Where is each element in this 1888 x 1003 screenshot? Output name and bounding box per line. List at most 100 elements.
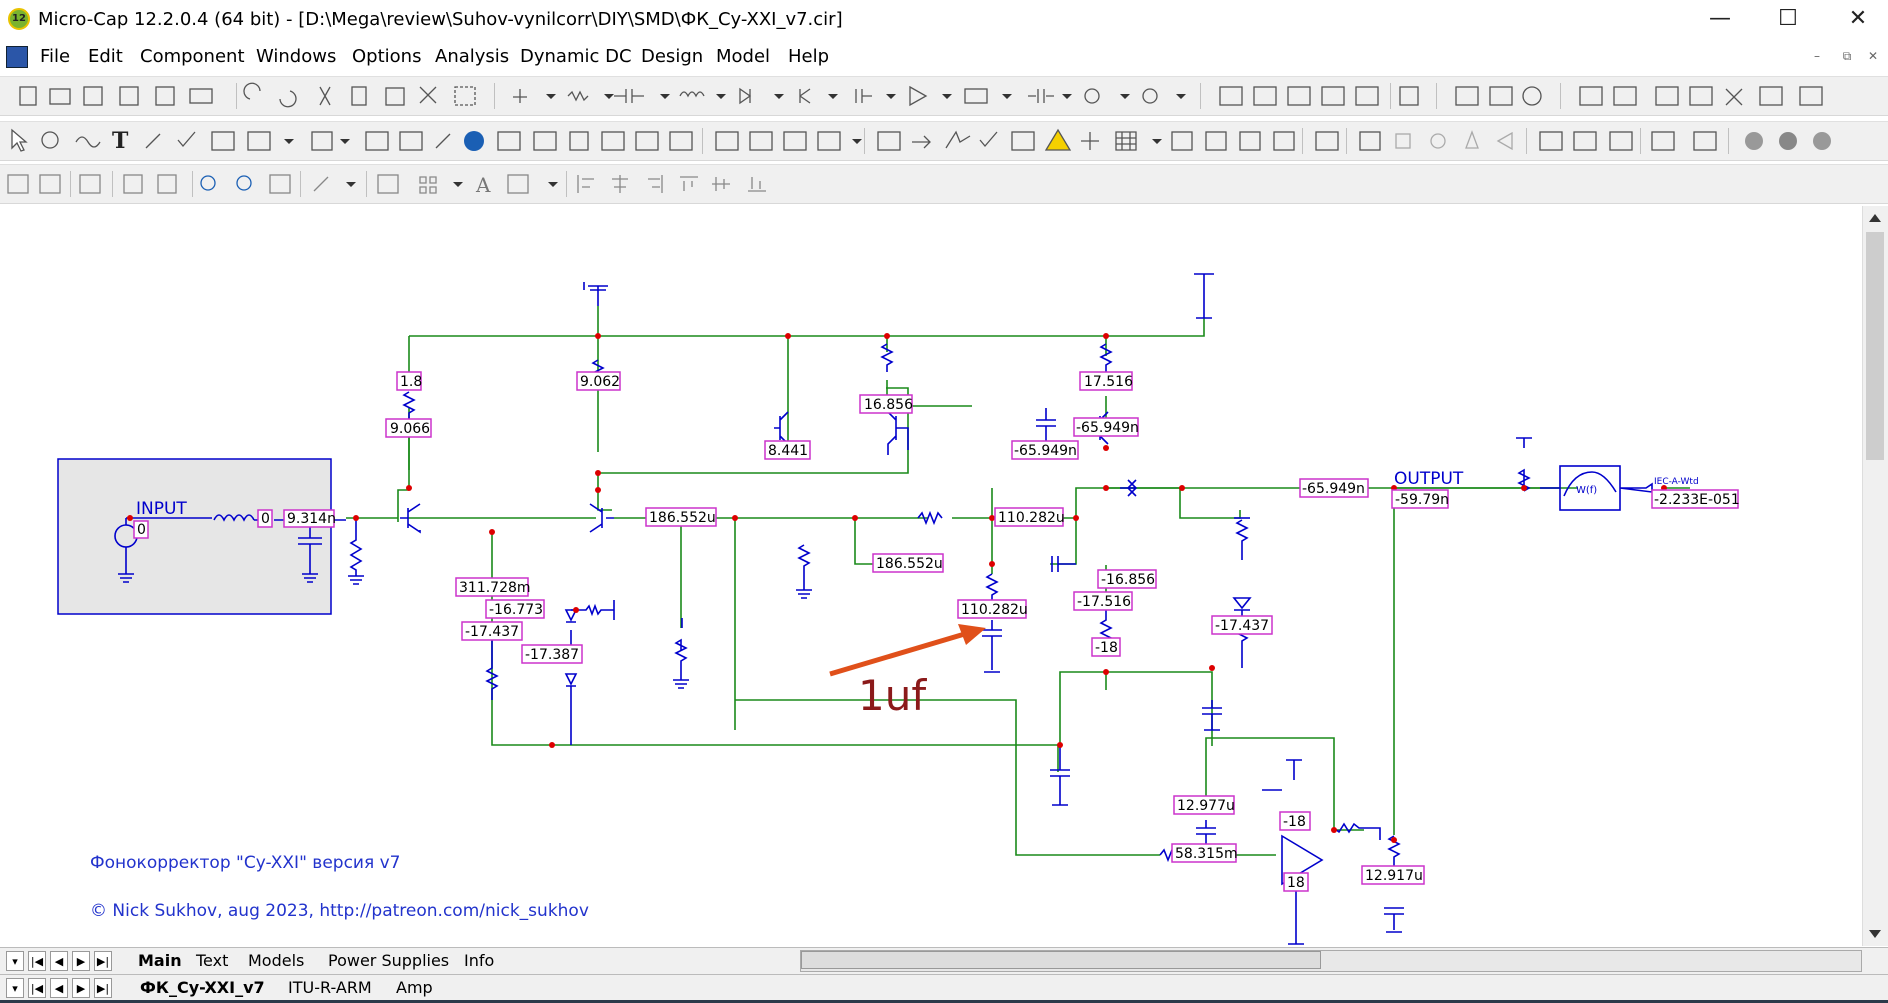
tools-icon[interactable] <box>1725 88 1743 106</box>
analysis-icon[interactable] <box>601 131 625 151</box>
select-mode-icon[interactable] <box>11 128 28 152</box>
value-label[interactable]: 9.314n <box>283 509 336 528</box>
crosshair-icon[interactable] <box>1081 132 1099 150</box>
switch-icon[interactable] <box>1120 479 1138 497</box>
check-mode-icon[interactable] <box>177 131 196 148</box>
value-label[interactable]: 1.8 <box>396 371 422 391</box>
window-cascade-icon[interactable] <box>1219 86 1243 106</box>
menu-edit[interactable]: Edit <box>88 46 123 67</box>
value-label[interactable]: -2.233E-051 <box>1651 489 1740 509</box>
info-icon[interactable] <box>464 131 484 151</box>
resistor-tool-icon[interactable] <box>567 90 589 102</box>
horizontal-scroll-thumb[interactable] <box>801 951 1321 969</box>
file-nav-first-icon[interactable]: |◀ <box>28 978 46 998</box>
menu-file[interactable]: File <box>40 46 71 67</box>
mdi-restore-button[interactable]: ⧉ <box>1842 49 1852 63</box>
menu-analysis[interactable]: Analysis <box>435 46 510 67</box>
tab-file-itu-r-arm[interactable]: ITU-R-ARM <box>288 978 372 997</box>
feedback-capacitor-icon[interactable] <box>1051 556 1076 572</box>
input-fet-right-icon[interactable] <box>589 503 614 533</box>
cut-icon[interactable] <box>319 86 331 106</box>
style-icon[interactable] <box>507 174 529 194</box>
value-label[interactable]: 17.516 <box>1079 371 1133 391</box>
list-icon[interactable] <box>635 131 659 151</box>
mdi-minimize-button[interactable]: – <box>1814 49 1820 63</box>
update-icon[interactable] <box>1315 131 1339 151</box>
validate-icon[interactable] <box>979 131 998 148</box>
layers-icon[interactable] <box>1651 131 1675 151</box>
align-right-icon[interactable] <box>648 175 663 193</box>
capacitor-1uf-icon[interactable] <box>982 573 1002 673</box>
flip-icon[interactable] <box>1496 131 1513 151</box>
value-label[interactable]: 9.062 <box>576 371 621 391</box>
cancel-icon[interactable] <box>1779 132 1797 150</box>
zoom-in-icon[interactable] <box>200 175 216 191</box>
current-icon[interactable] <box>877 131 901 151</box>
menu-component[interactable]: Component <box>140 46 245 67</box>
capacitor-c3-icon[interactable] <box>1050 745 1070 806</box>
zoom-out-icon[interactable] <box>236 175 252 191</box>
resistor-r6-icon[interactable] <box>673 618 689 689</box>
title-icon[interactable] <box>1205 131 1227 151</box>
line-mode-icon[interactable] <box>145 133 161 149</box>
border-icon[interactable] <box>1171 131 1193 151</box>
delete-page-icon[interactable] <box>157 174 177 194</box>
transistor-q1-icon[interactable] <box>774 411 789 445</box>
bring-front-icon[interactable] <box>7 174 29 194</box>
redo-icon[interactable] <box>279 90 297 108</box>
window-icon[interactable] <box>1355 86 1379 106</box>
value-label[interactable]: 110.282u <box>957 599 1028 619</box>
menu-options[interactable]: Options <box>352 46 422 67</box>
menu-design[interactable]: Design <box>641 46 704 67</box>
value-label[interactable]: 0 <box>257 509 273 528</box>
value-label[interactable]: -17.437 <box>1211 615 1273 635</box>
value-label[interactable]: -65.949n <box>1011 440 1079 460</box>
align-left-icon[interactable] <box>577 175 594 193</box>
properties-box-icon[interactable] <box>377 174 399 194</box>
value-label[interactable]: 12.977u <box>1173 795 1235 815</box>
font-icon[interactable]: A <box>475 173 491 197</box>
tab-power-supplies[interactable]: Power Supplies <box>328 951 450 970</box>
nav-first-icon[interactable]: |◀ <box>28 951 46 971</box>
file-nav-last-icon[interactable]: ▶| <box>94 978 112 998</box>
wire-mode-icon[interactable] <box>75 136 101 148</box>
value-label[interactable]: -18 <box>1091 637 1121 657</box>
new-file-icon[interactable] <box>19 86 37 106</box>
conditions-icon[interactable] <box>945 130 971 149</box>
save-icon[interactable] <box>83 86 103 106</box>
binoculars-icon[interactable] <box>1573 131 1597 151</box>
diode-d2-icon[interactable] <box>564 673 578 745</box>
schematic-canvas[interactable]: INPUT OUTPUT 1uf Фонокорректор "Cy-XXI" … <box>0 206 1860 946</box>
grid-icon[interactable] <box>1115 131 1137 151</box>
info-mode-icon[interactable] <box>247 131 271 151</box>
picture-icon[interactable] <box>211 131 235 151</box>
value-label[interactable]: -17.437 <box>461 621 523 641</box>
copy-icon[interactable] <box>351 86 367 106</box>
value-label[interactable]: -59.79n <box>1391 489 1449 509</box>
value-label[interactable]: -16.773 <box>485 599 545 619</box>
file-nav-next-icon[interactable]: ▶ <box>72 978 90 998</box>
analysis-limits-icon[interactable] <box>1799 86 1823 106</box>
schematic-drawing[interactable]: INPUT OUTPUT 1uf Фонокорректор "Cy-XXI" … <box>0 206 1860 946</box>
component-editor-icon[interactable] <box>1489 86 1513 106</box>
attribute-text-icon[interactable] <box>715 131 739 151</box>
input-resistor-icon[interactable] <box>348 520 364 585</box>
open-file-icon[interactable] <box>49 88 71 105</box>
text-box-icon[interactable] <box>1395 133 1411 149</box>
text-mode-icon[interactable]: T <box>112 128 129 154</box>
value-label[interactable]: -17.387 <box>521 644 583 664</box>
transistor-q2-icon[interactable] <box>887 411 909 455</box>
capacitor-c2-icon[interactable] <box>1202 700 1222 731</box>
align-middle-icon[interactable] <box>712 177 730 191</box>
pan-mode-icon[interactable] <box>41 131 59 149</box>
align-center-icon[interactable] <box>612 175 628 193</box>
value-label[interactable]: 311.728m <box>455 577 531 597</box>
probe-icon[interactable] <box>435 133 451 149</box>
diode-tool-icon[interactable] <box>739 87 752 105</box>
more-icon[interactable] <box>1813 132 1831 150</box>
align-bottom-icon[interactable] <box>748 177 766 192</box>
stop-icon[interactable] <box>1745 132 1763 150</box>
document-icon[interactable] <box>6 46 28 68</box>
opamp-tool-icon[interactable] <box>909 85 928 107</box>
battery-tool-icon[interactable] <box>1028 89 1054 103</box>
